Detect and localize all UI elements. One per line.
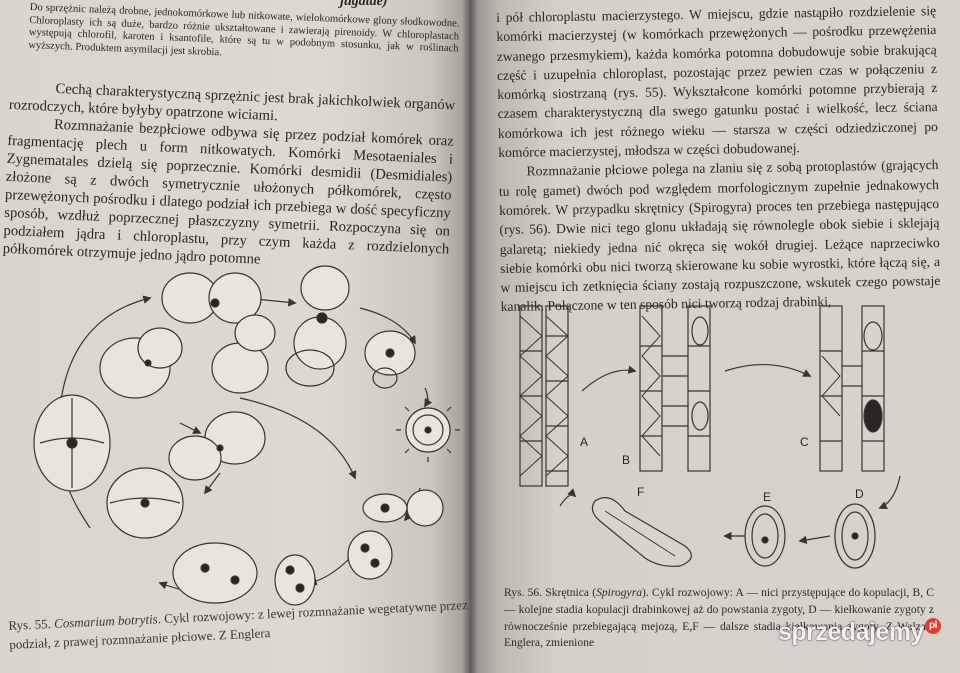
cosmarium-cell [99,327,183,399]
intro-small-text: Do sprzężnic należą drobne, jednokomórko… [28,2,460,69]
cosmarium-cell [106,467,184,539]
cycle-arrow [559,488,577,507]
cosmarium-cell [172,542,258,604]
cycle-arrow [308,557,351,586]
stage-f-germling [591,497,692,567]
cycle-arrow [878,475,901,509]
figure-cosmarium-life-cycle [33,265,460,606]
figure-spirogyra-life-cycle: A B C D E F [519,305,901,569]
label-a: A [580,435,588,449]
cosmarium-cell-large [33,394,111,492]
cycle-arrow [239,397,357,480]
paragraph-asexual-reproduction: Rozmnażanie bezpłciowe odbywa się przez … [2,116,455,268]
left-page: jugatae) Do sprzężnic należą drobne, jed… [0,0,470,673]
cycle-arrow [179,422,202,434]
caption-text: ). Cykl rozwojowy: A — nici przystępując… [504,586,934,650]
cosmarium-conjugating-cell [364,330,416,389]
caption-species: Cosmarium botrytis [53,611,158,631]
label-e: E [763,490,771,504]
caption-label: Rys. 56. Skrętnica ( [504,586,597,599]
label-d: D [855,487,864,501]
caption-species: Spirogyra [596,586,643,599]
stage-c-zygotes [819,305,885,472]
stage-e-germination [744,505,786,567]
cycle-arrow [203,472,221,495]
cycle-arrow [724,364,812,377]
cosmarium-conjugating-cell [285,265,350,387]
right-page: i pół chloroplastu macierzystego. W miej… [470,0,960,673]
stage-d-zygote [834,503,876,569]
zygote-spiky [396,398,460,462]
germling-cell [347,530,393,580]
stage-b-conjugation [639,305,711,472]
cycle-arrow [798,535,831,545]
book-gutter [462,0,478,673]
zygote-germinating [362,489,444,527]
stage-a-filaments [519,305,569,487]
cosmarium-cell [168,411,266,481]
cycle-arrow [59,295,152,409]
germling-cell [274,554,316,606]
cycle-arrow [359,307,416,345]
right-body-text: i pół chloroplastu macierzystego. W miej… [496,1,941,317]
cosmarium-cell [211,314,276,394]
header-fragment: jugatae) [340,0,388,9]
paragraph-cell-division: i pół chloroplastu macierzystego. W miej… [496,3,939,161]
label-b: B [622,453,630,467]
paragraph-sexual-reproduction: Rozmnażanie płciowe polega na zlaniu się… [498,157,941,315]
small-paragraph: Do sprzężnic należą drobne, jednokomórko… [28,2,460,59]
cosmarium-dividing-cell [161,272,262,324]
watermark-badge: pl [924,618,941,634]
label-c: C [800,435,809,449]
left-body-text: Cechą charakterystyczną sprzężnic jest b… [2,78,456,277]
watermark-text: sprzedajemy [778,618,924,646]
cycle-arrow [424,387,433,408]
cycle-arrow [581,365,637,392]
caption-label: Rys. 55. [8,616,52,633]
figure-caption-56: Rys. 56. Skrętnica (Spirogyra). Cykl roz… [504,585,934,652]
label-f: F [637,485,644,499]
